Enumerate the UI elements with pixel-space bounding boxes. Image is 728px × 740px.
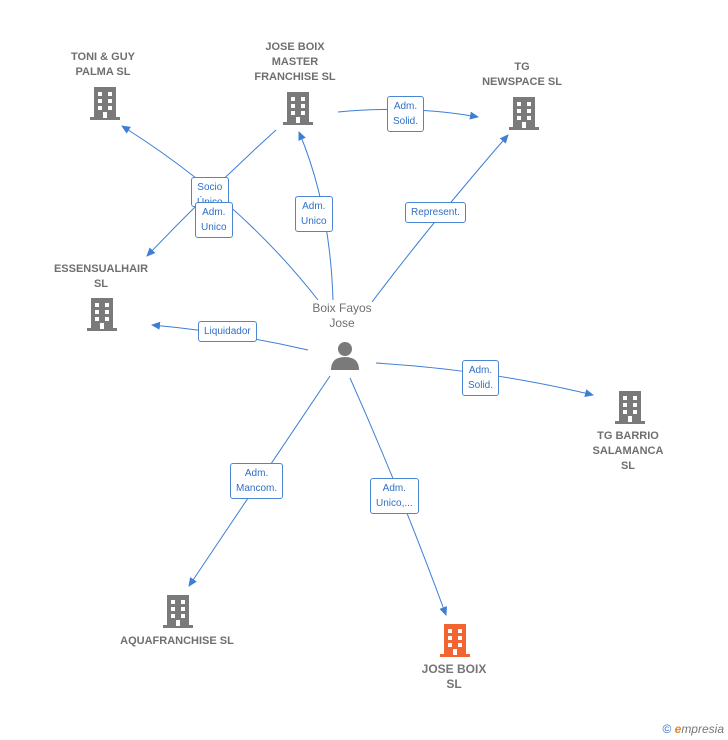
person-icon [331,342,359,370]
node-label-jose-boix-master[interactable]: JOSE BOIX MASTER FRANCHISE SL [254,41,336,83]
node-label-essensualhair[interactable]: ESSENSUALHAIR SL [53,263,149,290]
edge-label-adm-unico-master: Adm. Unico [295,196,333,232]
edge-label-adm-mancom: Adm. Mancom. [230,463,284,499]
footer-brand[interactable]: © empresia [662,722,724,736]
node-label-jose-boix[interactable]: JOSE BOIX SL [421,662,487,691]
edge-label-adm-solid-right: Adm. Solid. [462,360,500,396]
edge-label-liquidador: Liquidador [198,321,257,342]
edge-label-adm-unico-bottom: Adm. Unico,... [370,478,419,514]
node-label-toni-guy[interactable]: TONI & GUY PALMA SL [71,51,135,78]
copyright-icon: © [662,722,672,736]
brand-logo: empresia [674,722,724,736]
person-label[interactable]: Boix Fayos Jose [312,301,372,330]
edge-label-adm-unico-left: Adm. Unico [195,202,233,238]
node-label-aquafranchise[interactable]: AQUAFRANCHISE SL [120,635,234,647]
node-label-tg-newspace[interactable]: TG NEWSPACE SL [482,61,562,88]
node-label-tg-barrio[interactable]: TG BARRIO SALAMANCA SL [592,430,664,472]
edge-label-adm-solid-top: Adm. Solid. [387,96,425,132]
edge-label-represent: Represent. [405,202,466,223]
